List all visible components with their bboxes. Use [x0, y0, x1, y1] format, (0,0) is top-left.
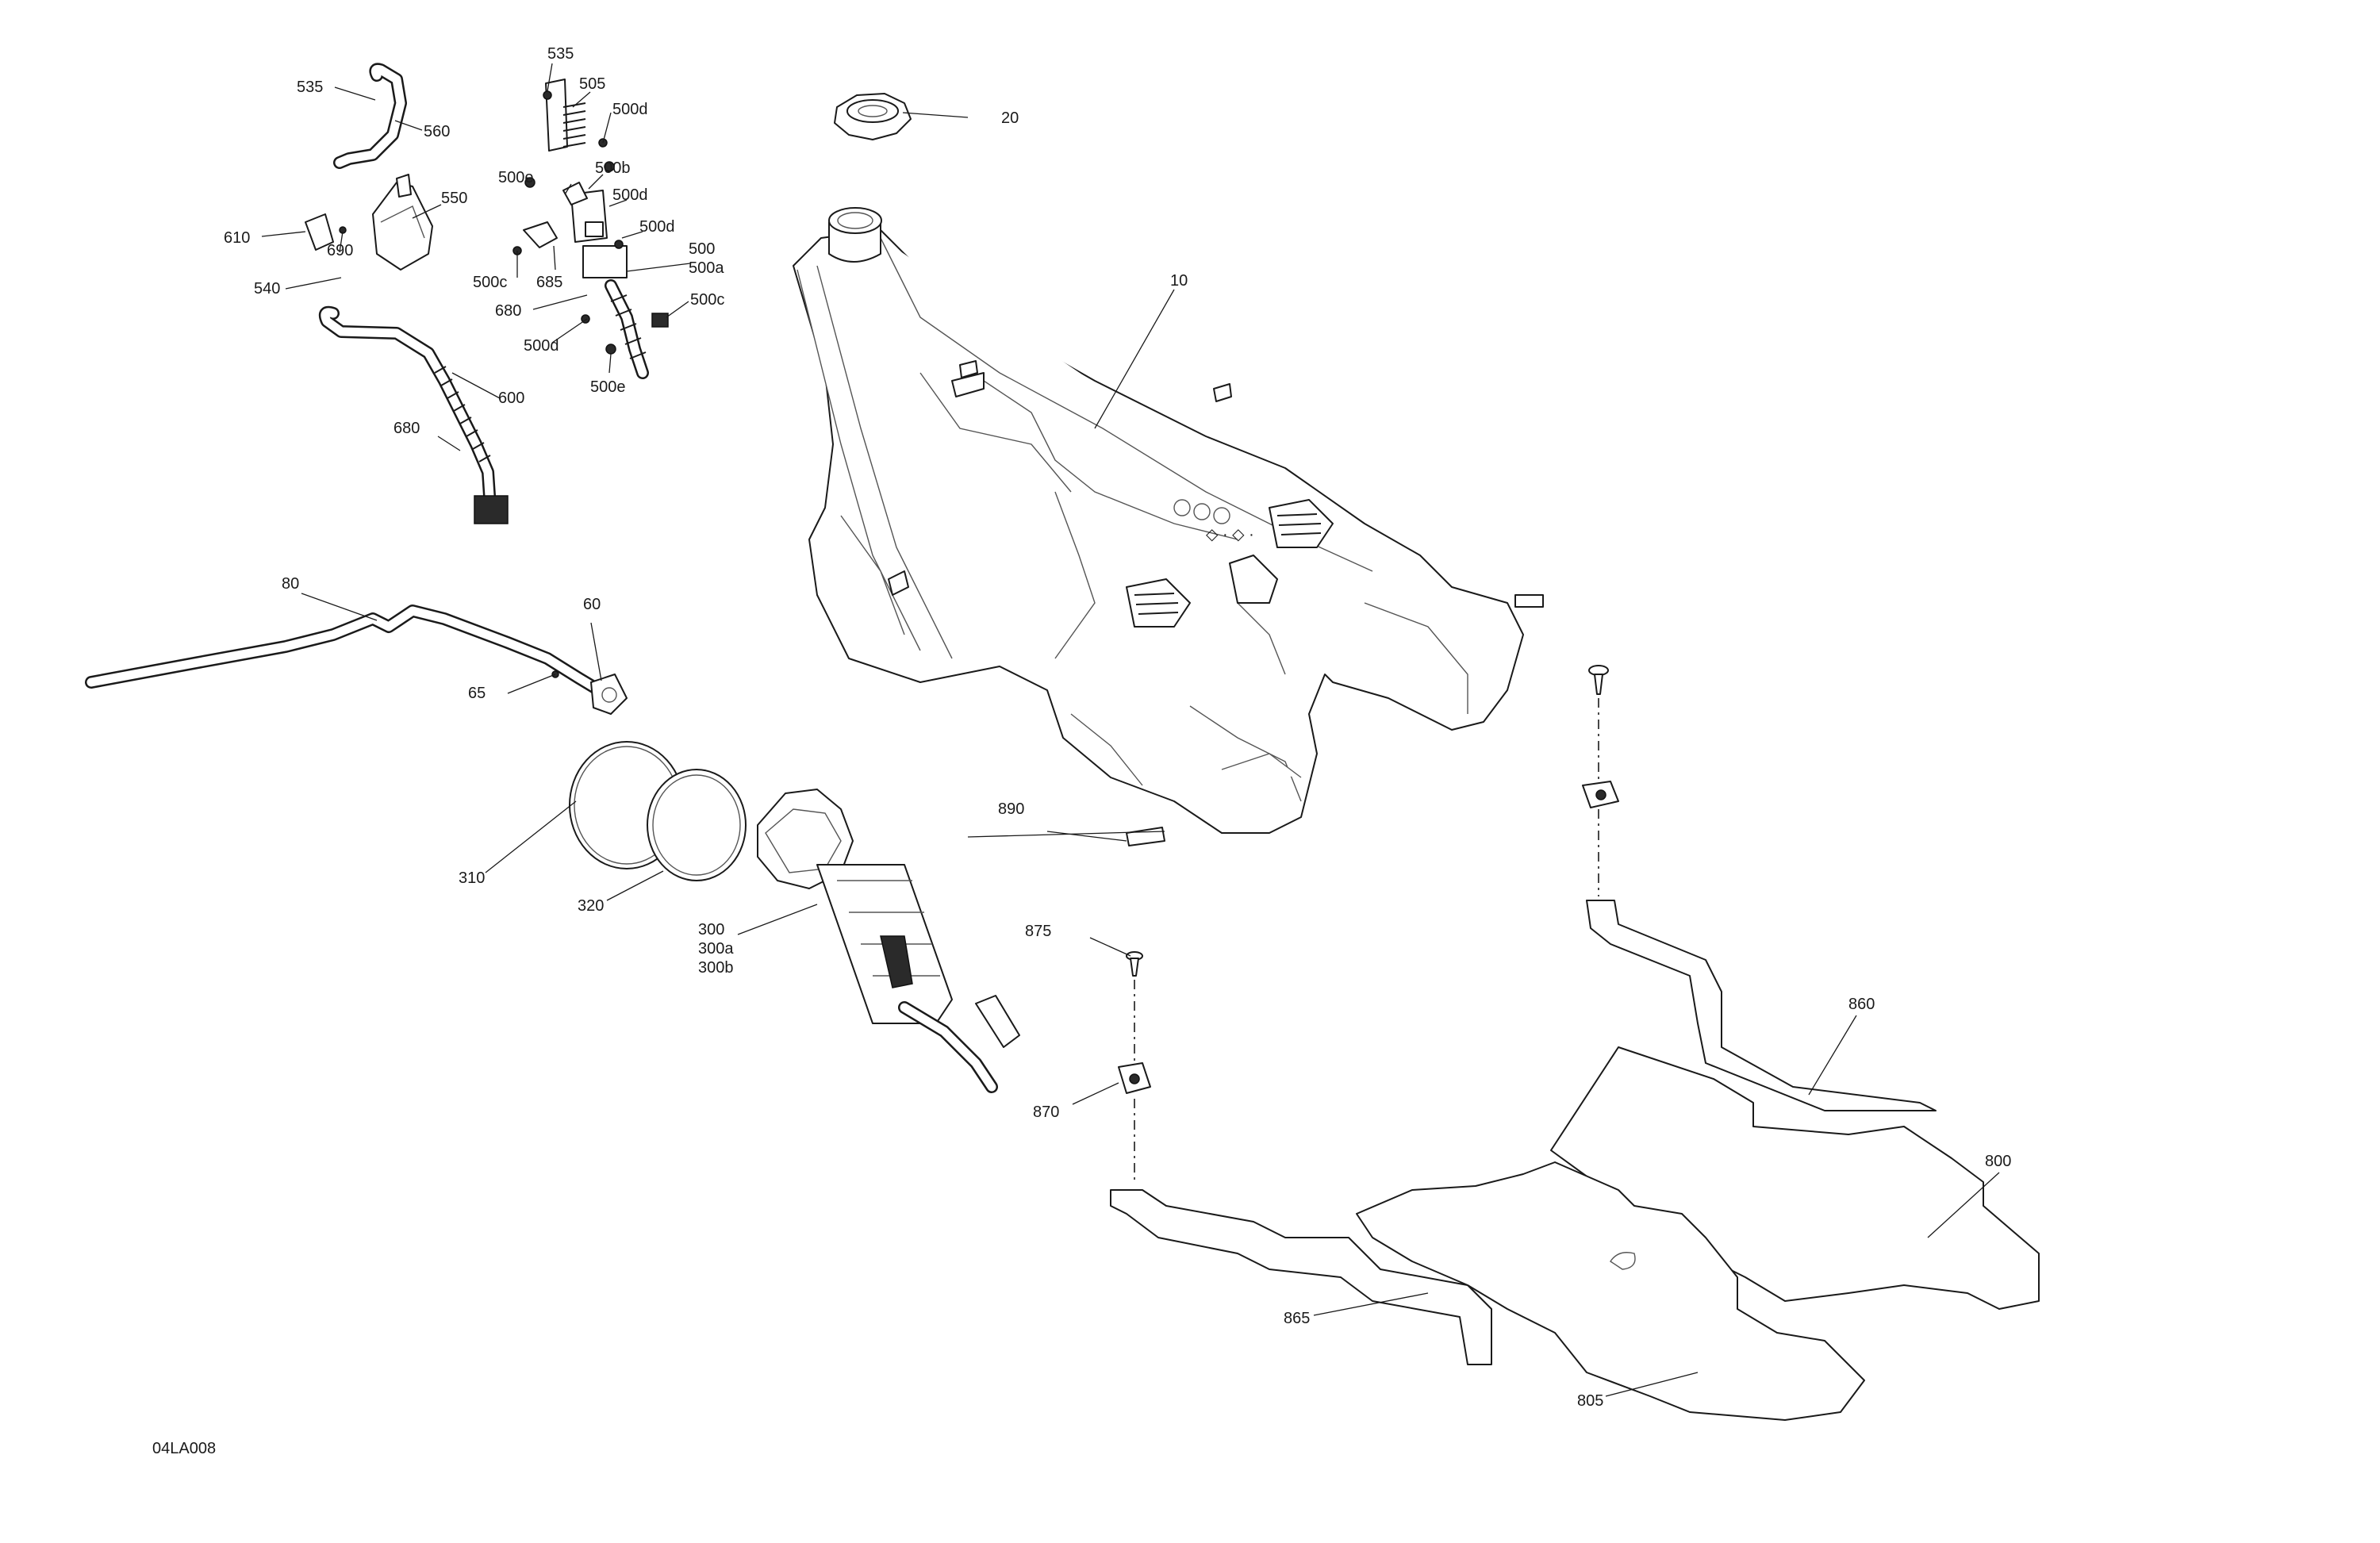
callout-550: 550 [441, 190, 467, 207]
callout-310: 310 [459, 869, 485, 887]
screw-upper [1588, 665, 1609, 695]
callout-500c-left: 500c [473, 274, 507, 291]
fuel-cap [834, 93, 912, 140]
callout-535-right: 535 [547, 45, 574, 63]
callout-300: 300 [698, 921, 724, 938]
callout-10: 10 [1170, 272, 1188, 290]
callout-320: 320 [578, 897, 604, 915]
callout-560: 560 [424, 123, 450, 140]
fuel-pump-300 [757, 789, 1020, 1093]
callout-500d-3: 500d [639, 218, 675, 236]
callout-300b: 300b [698, 959, 734, 977]
callout-500d-2: 500d [612, 186, 648, 204]
hose-560 [333, 63, 407, 169]
leader-lines [261, 63, 2000, 1397]
callout-865: 865 [1284, 1310, 1310, 1327]
callout-540: 540 [254, 280, 280, 297]
valve-550 [372, 174, 433, 271]
fuel-line-80 [85, 605, 605, 697]
screw-875 [1126, 951, 1143, 977]
callout-800: 800 [1985, 1153, 2011, 1170]
callout-500: 500 [689, 240, 715, 258]
callout-500b: 500b [595, 159, 631, 177]
callout-535-left: 535 [297, 79, 323, 96]
strap-860 [1586, 900, 1937, 1111]
callout-860: 860 [1848, 996, 1875, 1013]
svg-text:◇ · ◇ ·: ◇ · ◇ · [1206, 526, 1254, 543]
valve-assembly-500 [512, 79, 669, 379]
callout-680-upper: 680 [495, 302, 521, 320]
callout-505: 505 [579, 75, 605, 93]
pad-890 [1126, 827, 1165, 846]
callout-685: 685 [536, 274, 562, 291]
callout-500d-1: 500d [612, 101, 648, 118]
clip-870 [1118, 1062, 1151, 1094]
callout-680-lower: 680 [393, 420, 420, 437]
callout-610: 610 [224, 229, 250, 247]
callout-500c-right: 500c [690, 291, 724, 309]
fuel-tank: ◇ · ◇ · [793, 207, 1544, 834]
callout-80: 80 [282, 575, 299, 593]
callout-875: 875 [1025, 923, 1051, 940]
callout-500a: 500a [689, 259, 724, 277]
hose-600 [318, 305, 509, 524]
callout-890: 890 [998, 800, 1024, 818]
callout-500e-top: 500e [498, 169, 534, 186]
ring-320 [647, 769, 747, 881]
callout-65: 65 [468, 685, 486, 702]
strap-865 [1110, 1189, 1492, 1365]
callout-60: 60 [583, 596, 601, 613]
callout-labels: 20 10 890 60 65 80 310 320 300 300a 300b… [152, 45, 2011, 1457]
clip-upper [1582, 781, 1619, 808]
callout-805: 805 [1577, 1392, 1603, 1410]
callout-870: 870 [1033, 1104, 1059, 1121]
shield-805 [1356, 1161, 1865, 1421]
fitting-60 [551, 670, 628, 715]
callout-20: 20 [1001, 109, 1019, 127]
diagram-code: 04LA008 [152, 1440, 216, 1457]
callout-690: 690 [327, 242, 353, 259]
callout-300a: 300a [698, 940, 734, 958]
callout-600: 600 [498, 390, 524, 407]
callout-500d-4: 500d [524, 337, 559, 355]
callout-500e-bottom: 500e [590, 378, 626, 396]
